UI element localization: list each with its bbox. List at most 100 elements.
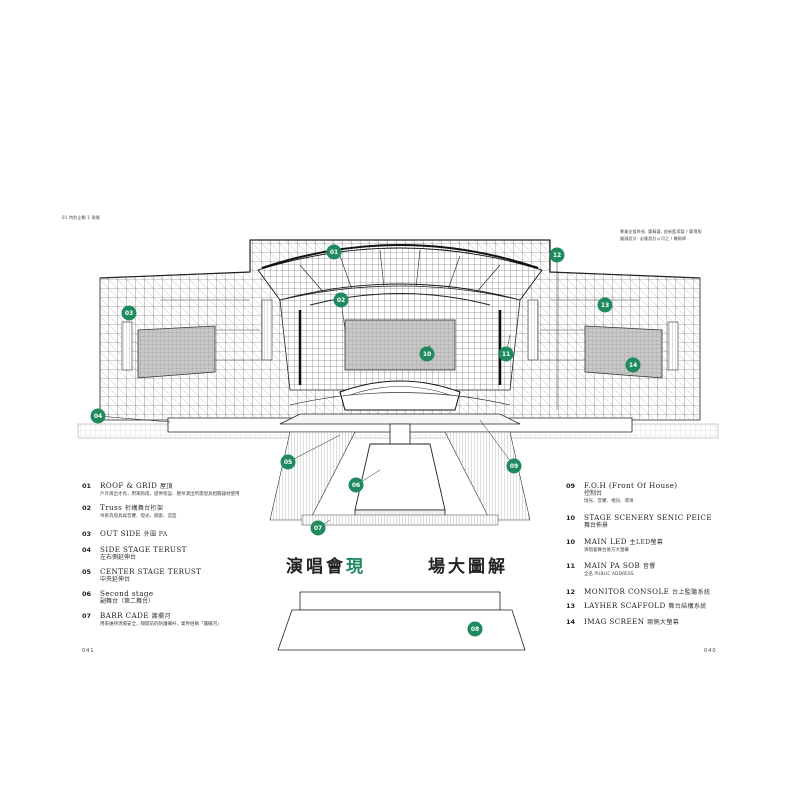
- marker-label: 08: [471, 626, 479, 633]
- marker-label: 07: [314, 525, 322, 532]
- title-part-1: 演唱會: [286, 557, 346, 577]
- legend-zh: 台上監聽系統: [671, 589, 711, 596]
- legend-number: 12: [566, 588, 576, 596]
- marker-circle: [310, 520, 326, 536]
- marker-10: 10: [419, 346, 435, 362]
- marker-label: 12: [553, 252, 561, 259]
- marker-11: 11: [498, 346, 514, 362]
- marker-circle: [625, 357, 641, 373]
- marker-14: 14: [625, 357, 641, 373]
- legend-zh: 桁構舞台桁架: [124, 505, 164, 512]
- legend-desc: 戶外演出才有，用來防雨，提供架設、懸吊演出所需燈具相關器材使用: [100, 492, 240, 497]
- legend-number: 13: [566, 602, 576, 610]
- marker-08: 08: [467, 621, 483, 637]
- legend-zh: 控制台: [584, 490, 603, 497]
- marker-circle: [549, 247, 565, 263]
- credits-line-1: 專業支援時長: 鄭蘇藝, 追新藍導製 / 鄭寶照: [620, 229, 702, 234]
- legend-en: OUT SIDE: [100, 529, 142, 538]
- legend-en: MAIN LED: [584, 537, 627, 546]
- credits-line-2: 鏡頭設計: 必隆設計公司之 / 曝刷師: [620, 236, 687, 241]
- marker-12: 12: [549, 247, 565, 263]
- foh-platform: [277, 591, 526, 651]
- legend-zh: 外圍 PA: [143, 531, 168, 538]
- imag-screen-left: [137, 325, 216, 379]
- legend-en: IMAG SCREEN: [584, 617, 645, 626]
- legend-desc: 燈光、音響、視訊、導演: [584, 499, 634, 504]
- marker-circle: [333, 292, 349, 308]
- legend-desc: 用來維持現場安全，隔開前的防護欄杆，業界俗稱「護欄河」: [100, 622, 222, 627]
- marker-09: 09: [506, 458, 522, 474]
- legend-zh: 兩側大螢幕: [647, 619, 680, 626]
- marker-label: 06: [352, 482, 360, 489]
- title-part-2: 場大圖解: [428, 557, 508, 577]
- marker-circle: [90, 408, 106, 424]
- marker-circle: [419, 346, 435, 362]
- legend-en: MONITOR CONSOLE: [584, 587, 670, 596]
- legend-en: Second stage: [100, 589, 154, 598]
- legend-number: 10: [566, 538, 576, 546]
- legend-number: 05: [82, 568, 92, 576]
- side-stage-thrust: [269, 431, 531, 521]
- marker-label: 04: [94, 413, 102, 420]
- marker-label: 01: [330, 249, 338, 256]
- page-title: 演唱會現 場大圖解: [286, 552, 508, 577]
- legend-number: 02: [82, 504, 92, 512]
- marker-circle: [597, 297, 613, 313]
- legend-en: STAGE SCENERY SENIC PEICE: [584, 513, 712, 522]
- marker-circle: [121, 305, 137, 321]
- legend-zh: 屋頂: [160, 483, 173, 490]
- title-highlight: 現: [346, 557, 366, 577]
- legend-en: Truss: [100, 503, 123, 512]
- marker-circle: [280, 454, 296, 470]
- main-led: [344, 319, 456, 371]
- marker-label: 11: [502, 351, 510, 358]
- legend-zh: 左右側延伸台: [100, 554, 137, 561]
- marker-label: 02: [337, 297, 345, 304]
- legend-number: 09: [566, 482, 576, 490]
- legend-en: F.O.H (Front Of House): [584, 481, 678, 490]
- marker-circle: [348, 477, 364, 493]
- page-number-right: 040: [704, 648, 717, 654]
- legend-number: 01: [82, 482, 92, 490]
- marker-label: 09: [510, 463, 518, 470]
- marker-06: 06: [348, 477, 364, 493]
- legend-number: 14: [566, 618, 576, 626]
- legend-zh: 舞台佈景: [584, 522, 609, 529]
- legend-en: BARR CADE: [100, 611, 149, 620]
- legend-number: 07: [82, 612, 92, 620]
- section-label: 01 特別企劃 1 現場: [62, 215, 100, 220]
- legend-zh: 主LED螢幕: [629, 539, 664, 546]
- legend-en: ROOF & GRID: [100, 481, 158, 490]
- imag-screen-right: [584, 325, 663, 379]
- legend-en: SIDE STAGE TERUST: [100, 545, 187, 554]
- marker-label: 14: [629, 362, 637, 369]
- legend-zh: 音響: [642, 563, 656, 570]
- legend-zh: 中央延伸台: [100, 576, 131, 583]
- legend-desc: 全名 PUBLIC ADDRESS: [584, 572, 634, 577]
- legend-desc: 吊掛為燈具與音響、燈光、鋼索、造型: [100, 514, 177, 519]
- legend-zh: 舞台結構系統: [668, 603, 707, 610]
- marker-13: 13: [597, 297, 613, 313]
- legend-number: 10: [566, 514, 576, 522]
- marker-circle: [326, 244, 342, 260]
- marker-04: 04: [90, 408, 106, 424]
- outside-pa: [121, 299, 679, 371]
- legend-desc: 演唱會舞台後方大螢幕: [584, 548, 629, 553]
- marker-07: 07: [310, 520, 326, 536]
- marker-circle: [498, 346, 514, 362]
- roof-grid: [257, 244, 543, 301]
- marker-label: 03: [125, 310, 133, 317]
- stage-scenery: [289, 380, 511, 411]
- marker-01: 01: [326, 244, 342, 260]
- legend-number: 04: [82, 546, 92, 554]
- page-number-left: 041: [82, 648, 95, 654]
- legend-en: LAYHER SCAFFOLD: [584, 601, 666, 610]
- legend-zh: 護欄河: [151, 613, 171, 620]
- legend-en: CENTER STAGE TERUST: [100, 567, 202, 576]
- legend-number: 06: [82, 590, 92, 598]
- legend-number: 03: [82, 530, 92, 538]
- marker-03: 03: [121, 305, 137, 321]
- marker-circle: [467, 621, 483, 637]
- marker-label: 10: [423, 351, 431, 358]
